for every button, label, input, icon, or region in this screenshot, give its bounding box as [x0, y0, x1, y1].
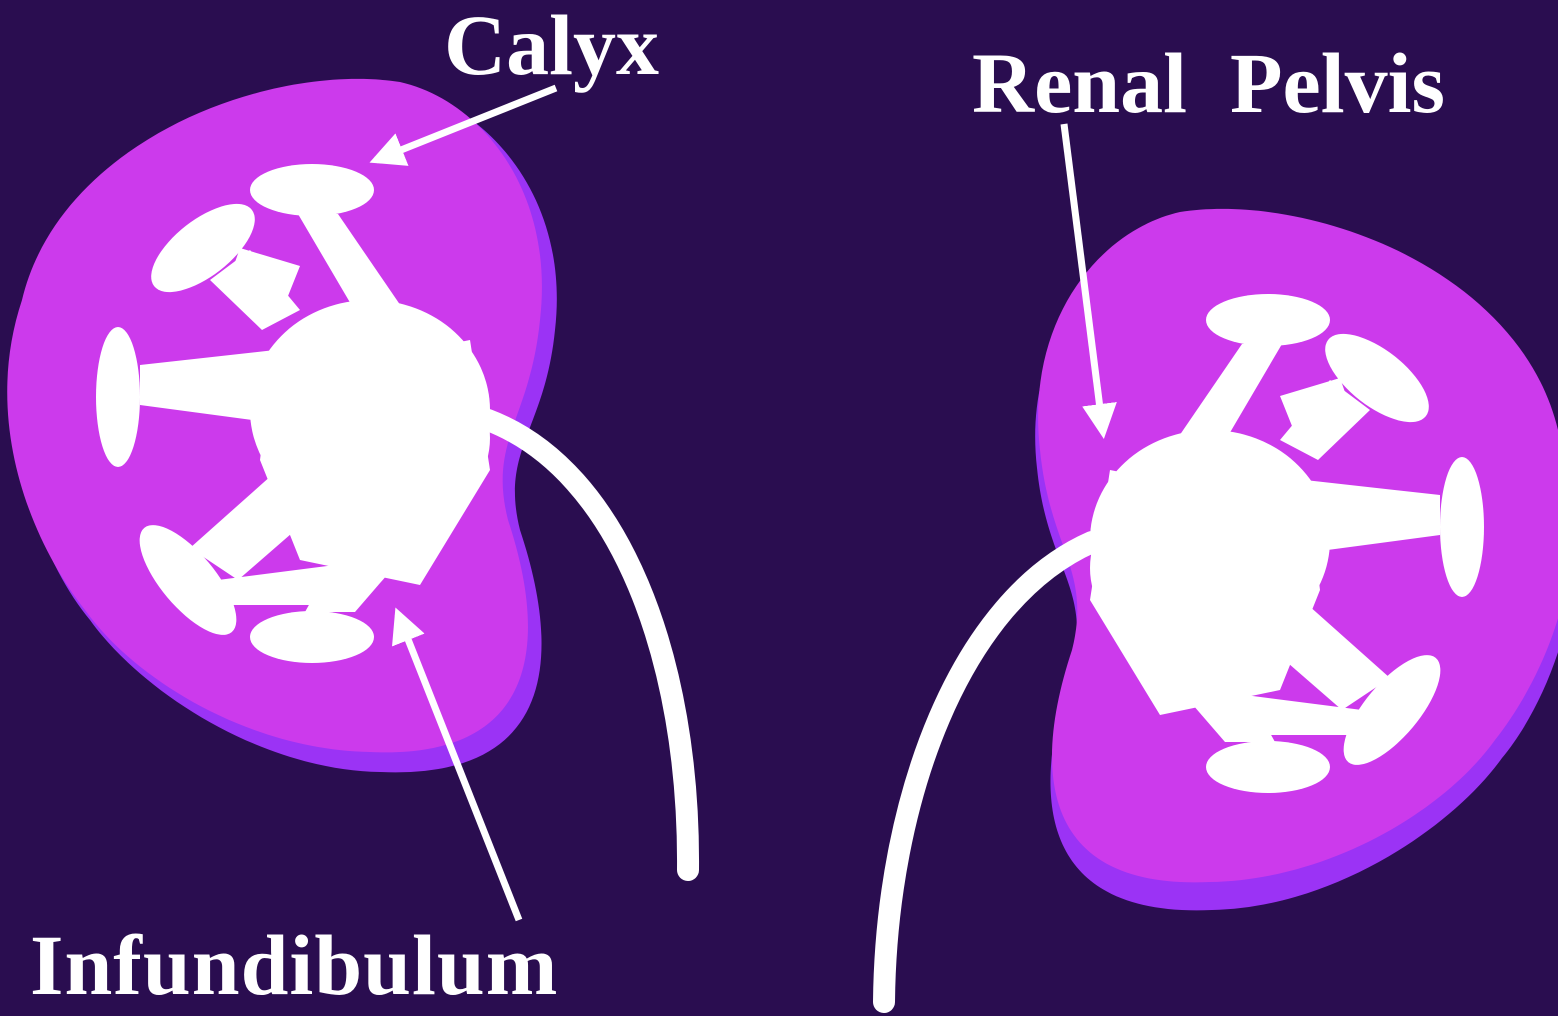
- left-kidney: [7, 79, 688, 870]
- calyx-label: Calyx: [444, 2, 659, 88]
- infundibulum-label: Infundibulum: [30, 922, 558, 1008]
- renal-pelvis-label: Renal Pelvis: [972, 40, 1445, 126]
- right-kidney: [1035, 209, 1558, 910]
